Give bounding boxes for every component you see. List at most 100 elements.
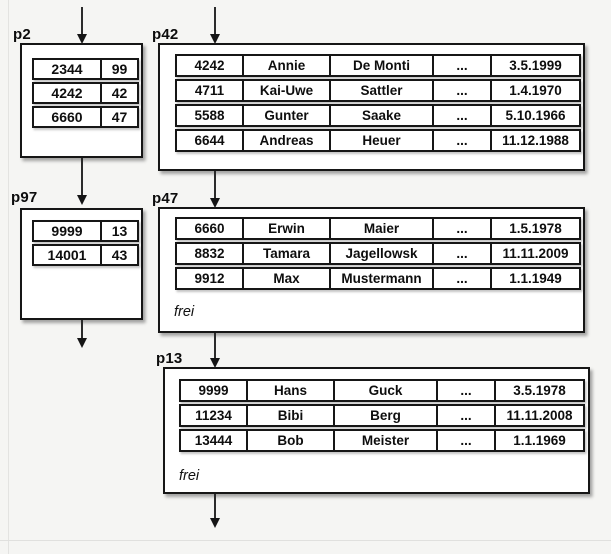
date-cell: 5.10.1966 [505, 108, 566, 123]
free-space-label: frei [179, 468, 200, 484]
lastname-cell: Maier [331, 219, 434, 238]
page-box-p47: 6660 Erwin Maier ... 1.5.1978 8832 Tamar… [158, 207, 585, 333]
record-row: 5588 Gunter Saake ... 5.10.1966 [175, 104, 581, 127]
date-cell: 1.4.1970 [509, 83, 562, 98]
firstname-cell: Bibi [248, 406, 335, 425]
record-row: 4242 Annie De Monti ... 3.5.1999 [175, 54, 581, 77]
index-table-p97: 9999 13 14001 43 [32, 220, 139, 268]
arrow-p13-out [209, 494, 221, 528]
record-row: 13444 Bob Meister ... 1.1.1969 [179, 429, 585, 452]
index-row: 4242 42 [32, 82, 139, 104]
record-row: 4711 Kai-Uwe Sattler ... 1.4.1970 [175, 79, 581, 102]
page-label-p13: p13 [156, 350, 183, 367]
lastname-cell: Guck [335, 381, 438, 400]
key-cell: 14001 [34, 246, 102, 264]
record-table-p13: 9999 Hans Guck ... 3.5.1978 11234 Bibi B… [179, 379, 585, 454]
firstname-cell: Annie [244, 56, 331, 75]
date-cell: 11.11.2009 [502, 246, 569, 261]
page-ref-cell: 47 [111, 109, 128, 125]
page-ref-cell: 99 [111, 61, 128, 77]
page-box-p97: 9999 13 14001 43 [20, 208, 143, 320]
date-cell: 1.1.1949 [509, 271, 562, 286]
key-cell: 4242 [34, 84, 102, 102]
page-box-p42: 4242 Annie De Monti ... 3.5.1999 4711 Ka… [158, 43, 585, 171]
lastname-cell: Saake [331, 106, 434, 125]
index-row: 9999 13 [32, 220, 139, 242]
ellipsis-cell: ... [438, 381, 496, 400]
id-cell: 8832 [177, 244, 244, 263]
record-table-p47: 6660 Erwin Maier ... 1.5.1978 8832 Tamar… [175, 217, 581, 292]
key-cell: 6660 [34, 108, 102, 126]
lastname-cell: De Monti [331, 56, 434, 75]
firstname-cell: Kai-Uwe [244, 81, 331, 100]
record-row: 11234 Bibi Berg ... 11.11.2008 [179, 404, 585, 427]
lastname-cell: Jagellowsk [331, 244, 434, 263]
key-cell: 2344 [34, 60, 102, 78]
date-cell: 3.5.1978 [513, 383, 566, 398]
lastname-cell: Mustermann [331, 269, 434, 288]
slide-left-edge-line [8, 0, 9, 554]
key-cell: 9999 [34, 222, 102, 240]
page-ref-cell: 13 [111, 223, 128, 239]
record-row: 6644 Andreas Heuer ... 11.12.1988 [175, 129, 581, 152]
id-cell: 4711 [177, 81, 244, 100]
arrow-p97-out [76, 320, 88, 348]
ellipsis-cell: ... [438, 431, 496, 450]
firstname-cell: Gunter [244, 106, 331, 125]
page-label-p2: p2 [13, 26, 31, 43]
id-cell: 5588 [177, 106, 244, 125]
arrow-p47-to-p13 [209, 333, 221, 368]
ellipsis-cell: ... [434, 56, 492, 75]
page-box-p2: 2344 99 4242 42 6660 47 [20, 43, 143, 158]
ellipsis-cell: ... [434, 219, 492, 238]
free-space-label: frei [174, 304, 195, 320]
date-cell: 1.5.1978 [509, 221, 562, 236]
page-label-p47: p47 [152, 190, 179, 207]
index-row: 14001 43 [32, 244, 139, 266]
date-cell: 3.5.1999 [509, 58, 562, 73]
ellipsis-cell: ... [434, 131, 492, 150]
arrow-into-p2 [76, 7, 88, 44]
lastname-cell: Sattler [331, 81, 434, 100]
index-row: 6660 47 [32, 106, 139, 128]
firstname-cell: Tamara [244, 244, 331, 263]
id-cell: 13444 [181, 431, 248, 450]
firstname-cell: Bob [248, 431, 335, 450]
index-table-p2: 2344 99 4242 42 6660 47 [32, 58, 139, 130]
ellipsis-cell: ... [438, 406, 496, 425]
record-row: 9999 Hans Guck ... 3.5.1978 [179, 379, 585, 402]
ellipsis-cell: ... [434, 106, 492, 125]
arrow-into-p42 [209, 7, 221, 44]
ellipsis-cell: ... [434, 269, 492, 288]
record-row: 8832 Tamara Jagellowsk ... 11.11.2009 [175, 242, 581, 265]
arrow-p2-to-p97 [76, 158, 88, 205]
id-cell: 6644 [177, 131, 244, 150]
firstname-cell: Andreas [244, 131, 331, 150]
page-ref-cell: 42 [111, 85, 128, 101]
firstname-cell: Erwin [244, 219, 331, 238]
id-cell: 9999 [181, 381, 248, 400]
page-label-p42: p42 [152, 26, 179, 43]
slide-bottom-edge-line [0, 540, 611, 541]
page-box-p13: 9999 Hans Guck ... 3.5.1978 11234 Bibi B… [163, 367, 590, 494]
id-cell: 11234 [181, 406, 248, 425]
lastname-cell: Meister [335, 431, 438, 450]
firstname-cell: Max [244, 269, 331, 288]
date-cell: 1.1.1969 [513, 433, 566, 448]
record-row: 6660 Erwin Maier ... 1.5.1978 [175, 217, 581, 240]
arrow-p42-to-p47 [209, 171, 221, 208]
date-cell: 11.12.1988 [502, 133, 569, 148]
firstname-cell: Hans [248, 381, 335, 400]
page-label-p97: p97 [11, 189, 38, 206]
ellipsis-cell: ... [434, 244, 492, 263]
id-cell: 9912 [177, 269, 244, 288]
index-row: 2344 99 [32, 58, 139, 80]
ellipsis-cell: ... [434, 81, 492, 100]
id-cell: 6660 [177, 219, 244, 238]
lastname-cell: Heuer [331, 131, 434, 150]
record-table-p42: 4242 Annie De Monti ... 3.5.1999 4711 Ka… [175, 54, 581, 154]
record-row: 9912 Max Mustermann ... 1.1.1949 [175, 267, 581, 290]
page-ref-cell: 43 [111, 247, 128, 263]
date-cell: 11.11.2008 [506, 408, 573, 423]
